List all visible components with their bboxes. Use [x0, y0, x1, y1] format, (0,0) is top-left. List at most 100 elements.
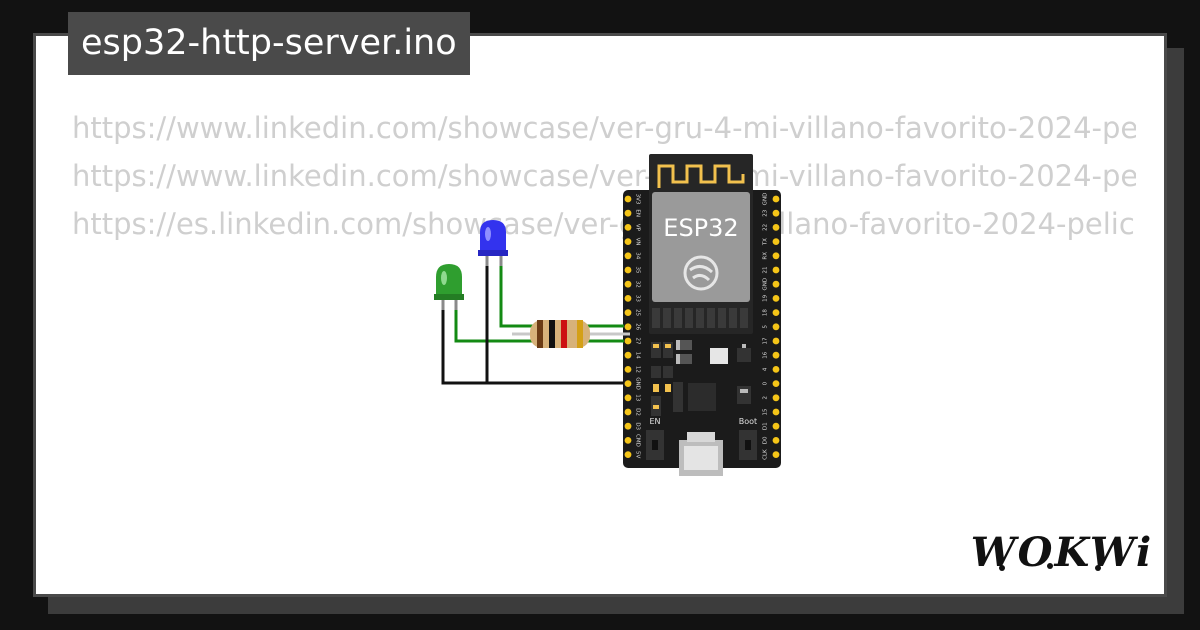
header-pin [624, 366, 632, 373]
pin-label: D0 [763, 436, 769, 444]
header-pin [624, 437, 632, 444]
header-pin [624, 323, 632, 331]
pin-label: GND [763, 193, 769, 206]
pin-label: 22 [763, 224, 769, 231]
pin-label: EN [635, 209, 641, 217]
header-pin [624, 252, 632, 260]
header-pin [772, 408, 780, 416]
description-lines: https://www.linkedin.com/showcase/ver-gr… [72, 104, 1136, 248]
usb-connector [679, 432, 723, 476]
pin-label: 18 [763, 309, 769, 316]
en-button[interactable]: EN [646, 417, 664, 460]
pin-label: 19 [763, 294, 769, 301]
resistor [512, 320, 630, 348]
header-pin [624, 295, 632, 302]
pin-label: VN [635, 238, 641, 246]
pin-label: GND [635, 377, 641, 390]
logo-dot [999, 565, 1005, 571]
led-green [434, 264, 464, 310]
pin-label: RX [763, 252, 769, 260]
wires [441, 262, 624, 385]
chip-label: ESP32 [663, 214, 738, 242]
wire-ground-green [441, 306, 624, 385]
pin-headers: 3V3ENVPVN343532332526271412GND13D2D3CMD5… [624, 193, 780, 460]
header-pin [624, 280, 632, 288]
en-label: EN [649, 417, 660, 426]
pin-label: 5V [635, 451, 641, 458]
smd-components [651, 340, 751, 416]
project-title: esp32-http-server.ino [68, 12, 470, 75]
pin-label: 17 [763, 337, 769, 344]
header-pin [624, 380, 632, 387]
header-pin [772, 323, 780, 331]
header-pin [624, 394, 632, 402]
module-castellations [652, 308, 748, 328]
header-pin [624, 224, 632, 231]
boot-label: Boot [739, 417, 757, 426]
pin-label: 33 [635, 295, 641, 302]
header-pin [624, 351, 632, 359]
pin-label: D3 [635, 422, 641, 430]
pin-label: 13 [635, 394, 641, 401]
pin-label: 2 [763, 396, 769, 400]
header-pin [624, 337, 632, 345]
pin-label: 35 [635, 267, 641, 274]
logo-dot [1047, 563, 1053, 569]
description-line: https://www.linkedin.com/showcase/ver-gr… [72, 159, 1136, 193]
header-pin [624, 451, 632, 458]
pin-label: 21 [763, 267, 769, 274]
header-pin [624, 266, 632, 274]
espressif-logo-icon [683, 255, 719, 291]
pin-label: 23 [763, 209, 769, 216]
espressif-logo-waves [689, 265, 714, 282]
header-pin [624, 209, 632, 217]
header-pin [772, 280, 780, 288]
header-pin [772, 309, 780, 316]
header-pin [624, 238, 632, 246]
header-pin [772, 195, 780, 203]
pin-label: 0 [763, 381, 769, 385]
description-line: https://www.linkedin.com/showcase/ver-gr… [72, 111, 1136, 145]
module-can [652, 192, 750, 302]
pin-label: D2 [635, 408, 641, 416]
pin-label: 15 [763, 408, 769, 415]
wire-blue-led-anode [499, 262, 624, 328]
pin-label: 34 [635, 252, 641, 259]
pin-label: 25 [635, 309, 641, 316]
wokwi-logo-text: WOKWi [971, 529, 1154, 576]
pin-label: 32 [635, 281, 641, 288]
pin-label: GND [763, 278, 769, 291]
header-pin [772, 295, 780, 302]
pin-label: TX [763, 238, 769, 246]
header-pin [772, 224, 780, 231]
pin-label: 5 [763, 325, 769, 329]
header-pin [772, 337, 780, 345]
boot-button[interactable]: Boot [739, 417, 757, 460]
antenna-trace [657, 164, 745, 188]
pin-label: 14 [635, 352, 641, 359]
header-pin [772, 238, 780, 246]
description-line: https://es.linkedin.com/showcase/ver-gru… [72, 207, 1136, 241]
pin-label: VP [635, 224, 641, 232]
preview-card: https://www.linkedin.com/showcase/ver-gr… [33, 33, 1167, 597]
pin-label: 26 [635, 323, 641, 330]
header-pin [772, 266, 780, 274]
header-pin [772, 366, 780, 373]
header-pin [772, 451, 780, 458]
header-pin [624, 195, 632, 203]
header-pin [772, 209, 780, 217]
pin-label: 27 [635, 338, 641, 345]
pin-label: 16 [763, 351, 769, 358]
pin-label: 12 [635, 366, 641, 373]
header-pin [624, 408, 632, 416]
logo-dot [1095, 565, 1101, 571]
header-pin [772, 437, 780, 444]
header-pin [772, 252, 780, 260]
pin-label: 4 [763, 367, 769, 371]
wokwi-logo: WOKWi [971, 529, 1154, 576]
pin-label: 3V3 [635, 194, 641, 205]
led-blue [478, 220, 508, 266]
header-pin [772, 422, 780, 430]
header-pin [624, 309, 632, 316]
pin-label: CMD [635, 434, 641, 447]
